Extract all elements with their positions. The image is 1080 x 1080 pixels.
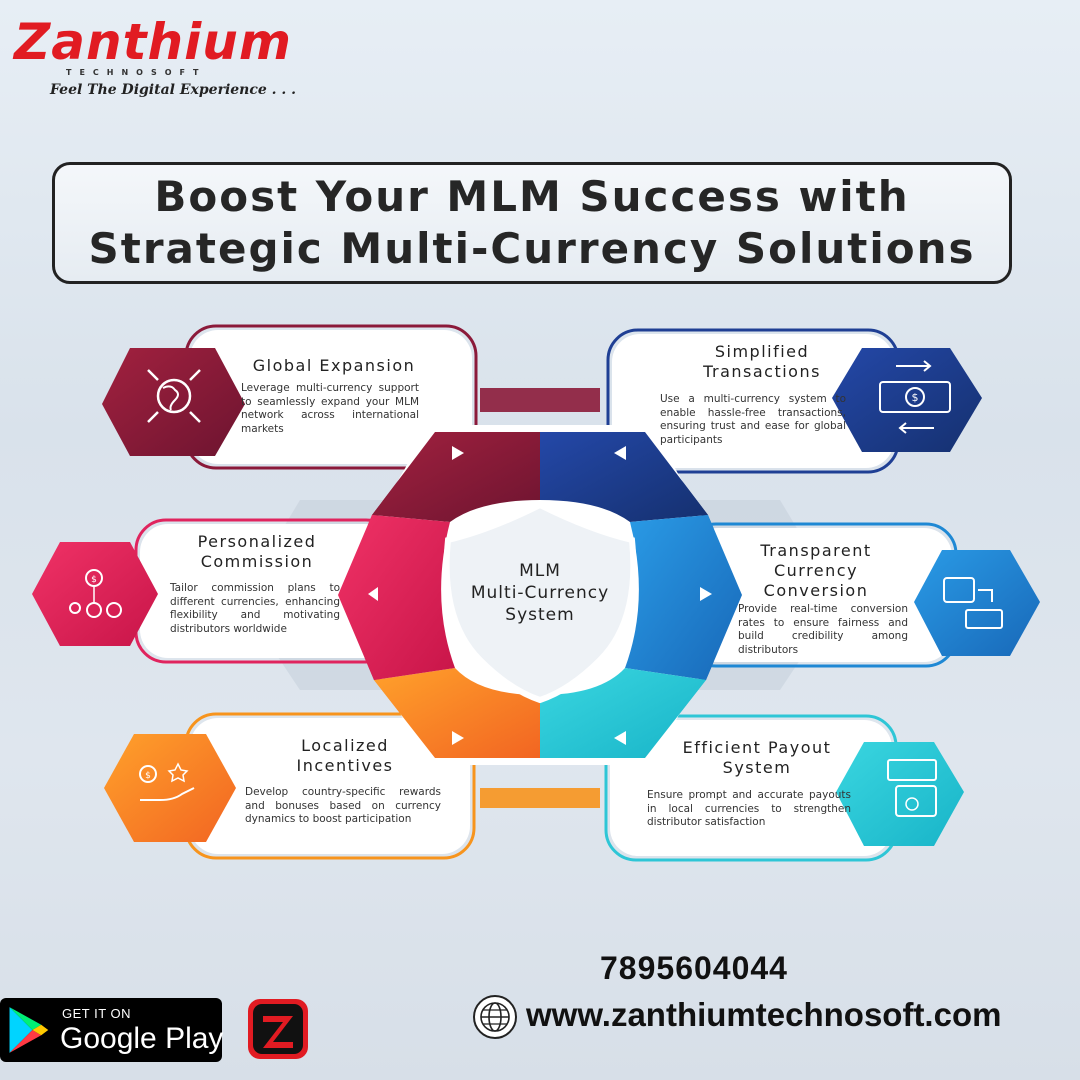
efficient-desc: Ensure prompt and accurate payouts in lo…	[647, 789, 851, 828]
zanthium-logo[interactable]: Zanthium TECHNOSOFT Feel The Digital Exp…	[14, 14, 296, 98]
efficient-title: Efficient Payout System	[662, 738, 852, 778]
localized-title-2: Incentives	[296, 756, 394, 775]
connector-band-bottom	[480, 788, 600, 808]
google-play-big-text: Google Play	[60, 1022, 224, 1055]
transparent-desc: Provide real-time conversion rates to en…	[738, 603, 908, 656]
localized-title: Localized Incentives	[250, 736, 440, 776]
efficient-title-2: System	[722, 758, 792, 777]
phone-number[interactable]: 7895604044	[600, 950, 788, 986]
personalized-desc: Tailor commission plans to different cur…	[170, 582, 340, 635]
transparent-title-3: Conversion	[763, 581, 869, 600]
localized-title-1: Localized	[301, 736, 389, 755]
headline-box: Boost Your MLM Success with Strategic Mu…	[52, 162, 1012, 284]
globe-icon	[473, 995, 517, 1039]
simplified-title-2: Transactions	[703, 362, 821, 381]
personalized-title: Personalized Commission	[168, 532, 346, 572]
google-play-badge[interactable]: GET IT ON Google Play	[0, 998, 224, 1062]
personalized-title-1: Personalized	[197, 532, 317, 551]
transparent-title: Transparent Currency Conversion	[728, 541, 904, 601]
center-label: MLM Multi-Currency System	[440, 560, 640, 626]
google-play-icon	[9, 1007, 49, 1053]
website-link[interactable]: www.zanthiumtechnosoft.com	[526, 996, 1002, 1033]
personalized-title-2: Commission	[200, 552, 314, 571]
simplified-desc: Use a multi-currency system to enable ha…	[660, 393, 846, 446]
google-play-small-text: GET IT ON	[62, 1006, 132, 1021]
global-desc: Leverage multi-currency support to seaml…	[241, 382, 419, 435]
headline-line-1: Boost Your MLM Success with	[154, 172, 910, 221]
localized-desc: Develop country-specific rewards and bon…	[245, 786, 441, 825]
zanthium-app-icon[interactable]	[247, 998, 309, 1060]
logo-tagline: Feel The Digital Experience . . .	[50, 82, 297, 98]
connector-band-top	[480, 388, 600, 412]
headline-line-2: Strategic Multi-Currency Solutions	[88, 224, 976, 273]
logo-subtitle: TECHNOSOFT	[66, 68, 207, 77]
efficient-title-1: Efficient Payout	[682, 738, 832, 757]
logo-wordmark: Zanthium	[14, 13, 292, 71]
center-label-line-2: Multi-Currency	[470, 583, 610, 603]
transparent-title-1: Transparent	[760, 541, 872, 560]
global-title: Global Expansion	[252, 356, 416, 375]
transparent-title-2: Currency	[773, 561, 859, 580]
center-label-line-1: MLM	[519, 561, 561, 581]
center-label-line-3: System	[505, 605, 575, 625]
simplified-title-1: Simplified	[714, 342, 810, 361]
simplified-title: Simplified Transactions	[662, 342, 862, 382]
